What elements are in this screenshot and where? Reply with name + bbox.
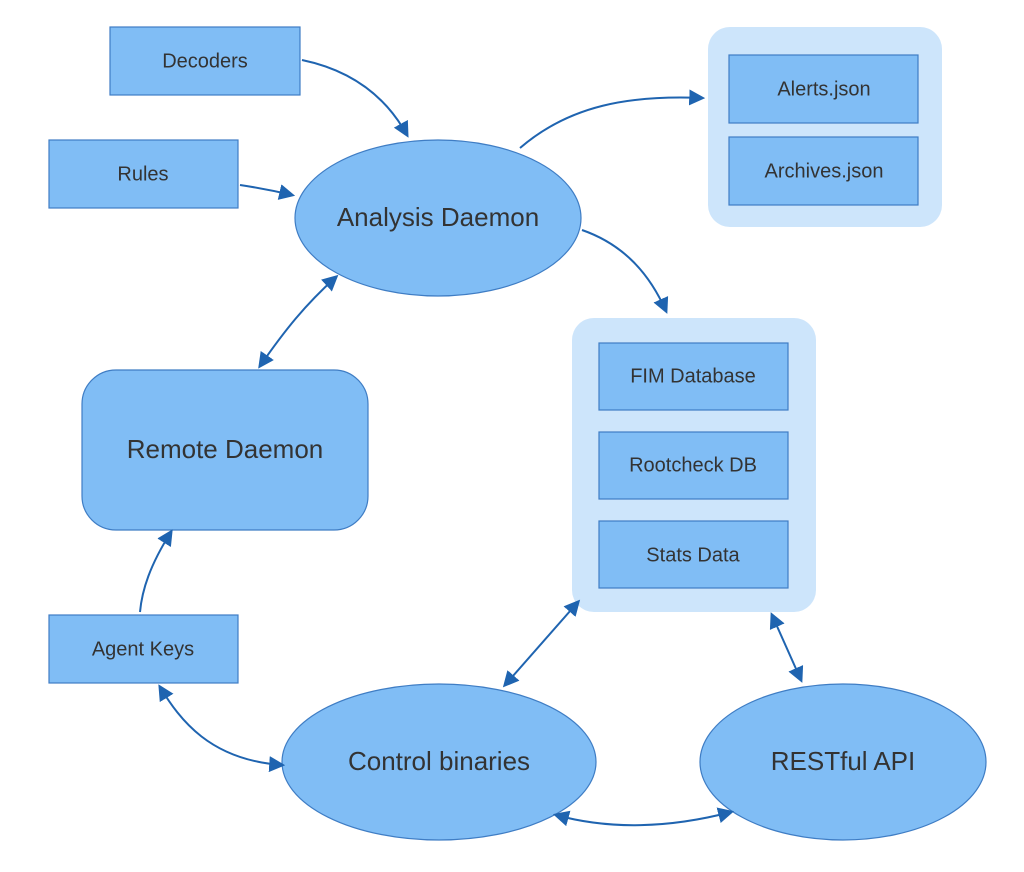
control-binaries-node: Control binaries: [281, 683, 597, 841]
arrow-control-api-bidirectional: [552, 807, 735, 827]
alerts-json-node: Alerts.json: [728, 54, 919, 124]
arrow-agentkeys-control-bidirectional: [158, 684, 286, 773]
rules-label: Rules: [117, 163, 168, 185]
restful-api-node: RESTful API: [699, 683, 987, 841]
arrow-rules-to-analysis: [239, 184, 296, 200]
fim-database-label: FIM Database: [630, 365, 756, 387]
stats-data-label: Stats Data: [646, 544, 740, 566]
archives-json-node: Archives.json: [728, 136, 919, 206]
remote-daemon-node: Remote Daemon: [81, 369, 369, 531]
arrow-agentkeys-to-remote: [139, 529, 173, 613]
arrow-remote-analysis-bidirectional: [258, 274, 339, 369]
arrow-control-databases-bidirectional: [502, 599, 581, 688]
decoders-node: Decoders: [109, 26, 301, 96]
rootcheck-db-node: Rootcheck DB: [598, 431, 789, 500]
arrow-decoders-to-analysis: [301, 59, 409, 138]
arrow-analysis-to-databases: [581, 229, 669, 314]
archives-json-label: Archives.json: [765, 160, 884, 182]
analysis-daemon-node: Analysis Daemon: [294, 139, 582, 297]
fim-database-node: FIM Database: [598, 342, 789, 411]
rootcheck-db-label: Rootcheck DB: [629, 454, 757, 476]
arrow-databases-api-bidirectional: [769, 612, 804, 683]
analysis-daemon-label: Analysis Daemon: [337, 202, 539, 232]
agent-keys-label: Agent Keys: [92, 638, 194, 660]
agent-keys-node: Agent Keys: [48, 614, 239, 684]
remote-daemon-label: Remote Daemon: [127, 434, 324, 464]
stats-data-node: Stats Data: [598, 520, 789, 589]
alerts-json-label: Alerts.json: [777, 78, 870, 100]
decoders-label: Decoders: [162, 50, 248, 72]
arrow-analysis-to-alerts: [519, 89, 706, 149]
rules-node: Rules: [48, 139, 239, 209]
restful-api-label: RESTful API: [771, 746, 916, 776]
control-binaries-label: Control binaries: [348, 746, 530, 776]
